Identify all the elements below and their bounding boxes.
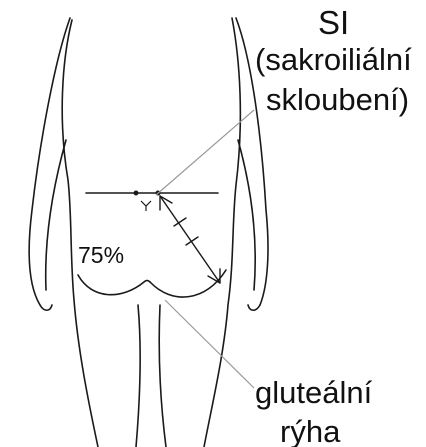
gluteal-leader-line	[165, 300, 254, 388]
coccyx-mark	[141, 201, 151, 211]
measurement-tick-2	[186, 237, 198, 245]
si-description-line1: (sakroiliální	[255, 44, 412, 75]
left-leg-inner	[136, 305, 140, 447]
percentage-label: 75%	[78, 244, 124, 267]
si-label: SI	[318, 6, 349, 39]
si-joint-point-left	[134, 191, 139, 196]
right-torso-outline	[204, 18, 240, 447]
right-leg-inner	[159, 305, 166, 447]
gluteal-label-line1: gluteální	[255, 377, 372, 408]
right-arm-inner	[238, 140, 255, 290]
left-hand	[40, 305, 52, 310]
measurement-arrow-line	[160, 196, 220, 283]
left-arm-inner	[46, 140, 66, 290]
gluteal-label-line2: rýha	[280, 416, 340, 447]
left-buttock	[78, 275, 150, 295]
right-hand	[248, 305, 260, 310]
left-torso-outline	[62, 20, 98, 447]
left-arm-outer	[29, 18, 70, 305]
si-description-line2: skloubení)	[266, 84, 409, 115]
